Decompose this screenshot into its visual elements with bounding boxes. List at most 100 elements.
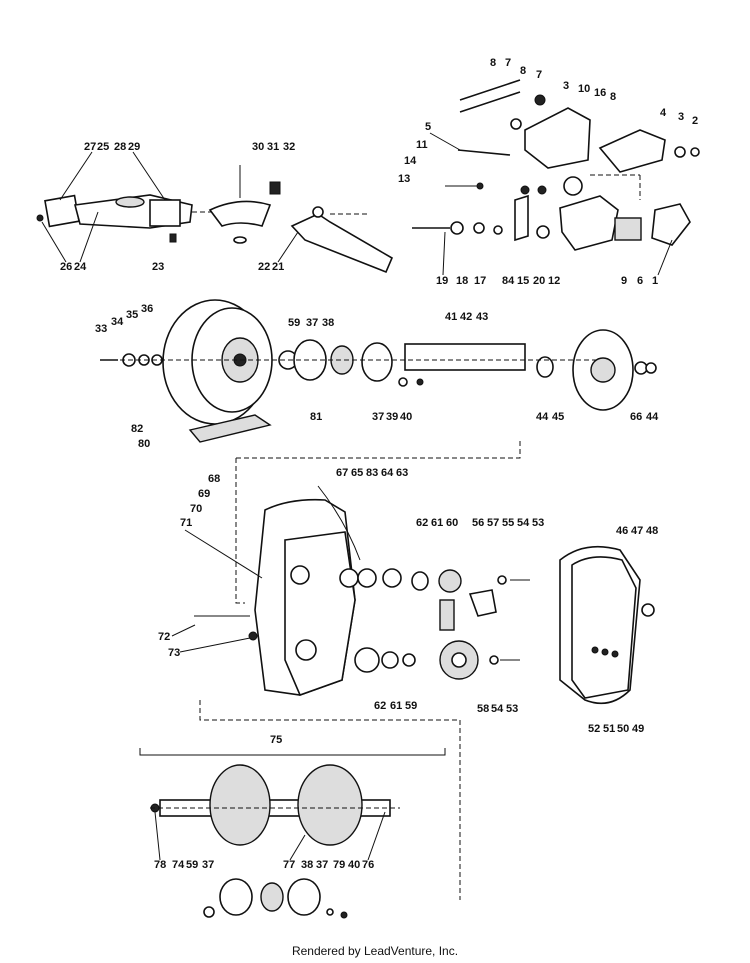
callout-73: 73 [168, 647, 180, 659]
callout-59: 59 [288, 317, 300, 329]
callout-77: 77 [283, 859, 295, 871]
callout-35: 35 [126, 309, 138, 321]
callout-9: 9 [621, 275, 627, 287]
callout-43: 43 [476, 311, 488, 323]
callout-79: 79 [333, 859, 345, 871]
callout-12: 12 [548, 275, 560, 287]
callout-11: 11 [416, 139, 428, 151]
callout-20: 20 [533, 275, 545, 287]
callout-40: 40 [400, 411, 412, 423]
callout-53: 53 [532, 517, 544, 529]
callout-69: 69 [198, 488, 210, 500]
callout-55: 55 [502, 517, 514, 529]
callout-24: 24 [74, 261, 87, 273]
callout-37b: 37 [372, 411, 384, 423]
callout-59b: 59 [405, 700, 417, 712]
callout-53b: 53 [506, 703, 518, 715]
callout-66: 66 [630, 411, 642, 423]
callout-4: 4 [660, 107, 667, 119]
footer-credit: Rendered by LeadVenture, Inc. [291, 944, 459, 958]
callout-34: 34 [111, 316, 124, 328]
callout-1: 1 [652, 275, 658, 287]
callout-47: 47 [631, 525, 643, 537]
callout-38: 38 [322, 317, 334, 329]
callout-30: 30 [252, 141, 264, 153]
callout-49: 49 [632, 723, 644, 735]
callout-44: 44 [536, 411, 549, 423]
callout-26: 26 [60, 261, 72, 273]
brake-lever-assembly [36, 165, 394, 274]
callout-60: 60 [446, 517, 458, 529]
callout-67: 67 [336, 467, 348, 479]
callout-2: 2 [692, 115, 698, 127]
callout-18: 18 [456, 275, 468, 287]
callout-25: 25 [97, 141, 109, 153]
callout-31: 31 [267, 141, 279, 153]
callout-78: 78 [154, 859, 166, 871]
callout-70: 70 [190, 503, 202, 515]
callout-42: 42 [460, 311, 472, 323]
callout-15: 15 [517, 275, 529, 287]
callout-21: 21 [272, 261, 284, 273]
callout-8b: 8 [520, 65, 526, 77]
callout-50: 50 [617, 723, 629, 735]
callout-40b: 40 [348, 859, 360, 871]
callout-22: 22 [258, 261, 270, 273]
callout-82: 82 [131, 423, 143, 435]
callout-3: 3 [563, 80, 569, 92]
callout-37d: 37 [316, 859, 328, 871]
callout-8: 8 [490, 57, 496, 69]
callout-80: 80 [138, 438, 150, 450]
callout-39: 39 [386, 411, 398, 423]
callout-84: 84 [502, 275, 515, 287]
callout-48: 48 [646, 525, 658, 537]
callout-32: 32 [283, 141, 295, 153]
callout-62b: 62 [374, 700, 386, 712]
callout-36: 36 [141, 303, 153, 315]
callout-62: 62 [416, 517, 428, 529]
callout-65: 65 [351, 467, 363, 479]
callout-76: 76 [362, 859, 374, 871]
leader-lines [41, 132, 673, 861]
callout-37c: 37 [202, 859, 214, 871]
callout-64: 64 [381, 467, 394, 479]
callout-3b: 3 [678, 111, 684, 123]
callout-labels: 27 25 28 29 30 31 32 26 24 23 22 21 8 7 … [60, 57, 698, 871]
callout-68: 68 [208, 473, 220, 485]
callout-23: 23 [152, 261, 164, 273]
callout-29: 29 [128, 141, 140, 153]
callout-45: 45 [552, 411, 564, 423]
callout-61: 61 [431, 517, 443, 529]
callout-6: 6 [637, 275, 643, 287]
callout-58: 58 [477, 703, 489, 715]
chaincase-assembly [194, 440, 655, 900]
callout-10: 10 [578, 83, 590, 95]
callout-61b: 61 [390, 700, 402, 712]
callout-41: 41 [445, 311, 457, 323]
callout-38b: 38 [301, 859, 313, 871]
callout-14: 14 [404, 155, 417, 167]
callout-52: 52 [588, 723, 600, 735]
callout-54: 54 [517, 517, 530, 529]
callout-37: 37 [306, 317, 318, 329]
callout-27: 27 [84, 141, 96, 153]
brake-drum-shaft-assembly [100, 299, 657, 443]
callout-19: 19 [436, 275, 448, 287]
callout-83: 83 [366, 467, 378, 479]
brake-bracket-assembly [412, 79, 700, 251]
callout-74: 74 [172, 859, 185, 871]
callout-72: 72 [158, 631, 170, 643]
callout-7: 7 [505, 57, 511, 69]
callout-5: 5 [425, 121, 431, 133]
callout-81: 81 [310, 411, 322, 423]
callout-17: 17 [474, 275, 486, 287]
callout-56: 56 [472, 517, 484, 529]
callout-13: 13 [398, 173, 410, 185]
callout-7b: 7 [536, 69, 542, 81]
callout-75: 75 [270, 734, 282, 746]
drive-axle-assembly [139, 748, 446, 919]
callout-54b: 54 [491, 703, 504, 715]
callout-33: 33 [95, 323, 107, 335]
callout-28: 28 [114, 141, 126, 153]
